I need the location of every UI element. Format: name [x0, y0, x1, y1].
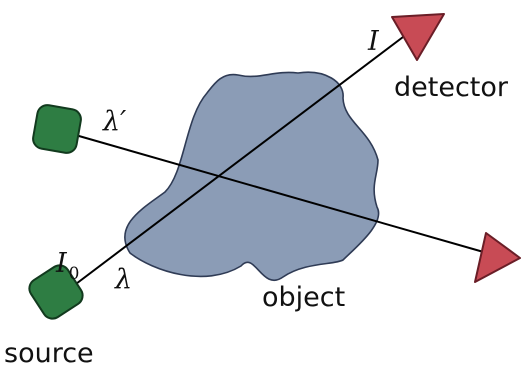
intensity-out-label: I — [367, 26, 380, 57]
beam-scattered — [57, 129, 488, 254]
intensity-in-subscript: 0 — [69, 264, 80, 284]
detector-right — [474, 232, 521, 283]
object-label: object — [262, 282, 345, 313]
object-shape — [124, 71, 380, 281]
source-label: source — [4, 338, 94, 366]
source-emitter-bottom — [28, 264, 84, 320]
source-emitter-left — [32, 104, 82, 154]
wavelength-in-label: λ — [114, 264, 132, 295]
beam-source-to-detector — [59, 33, 408, 297]
detector-label: detector — [394, 72, 509, 103]
wavelength-out-label: λ′ — [102, 106, 126, 137]
detector-top — [391, 13, 445, 61]
